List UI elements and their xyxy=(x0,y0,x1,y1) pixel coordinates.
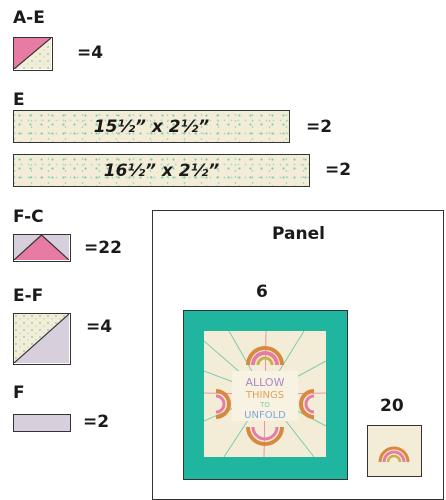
strip-15-5-size: 15½” x 2½” xyxy=(94,117,209,137)
unit-label-e: E xyxy=(13,92,25,109)
hst-cream-lavender-icon xyxy=(14,314,69,363)
art-text-line-1: ALLOW xyxy=(246,376,285,389)
rainbow-art-icon: ALLOW THINGS TO UNFOLD xyxy=(204,331,326,457)
count-e-f: =4 xyxy=(86,319,112,336)
half-square-triangle-cream-lavender xyxy=(13,313,71,365)
small-rainbow-icon xyxy=(368,426,420,475)
count-f-c: =22 xyxy=(84,240,122,257)
panel-art: ALLOW THINGS TO UNFOLD xyxy=(204,331,326,457)
count-strip-16-5: =2 xyxy=(325,162,351,179)
hst-pink-cream-icon xyxy=(14,38,51,69)
count-strip-15-5: =2 xyxy=(306,119,332,136)
small-block-label: 20 xyxy=(380,398,404,415)
flying-geese-icon xyxy=(14,235,69,260)
count-f: =2 xyxy=(83,414,109,431)
unit-label-e-f: E-F xyxy=(13,288,43,305)
flying-geese-unit xyxy=(13,234,71,262)
unit-label-f: F xyxy=(13,385,25,402)
lavender-rectangle xyxy=(13,414,71,432)
art-text-line-3: TO xyxy=(259,401,270,409)
strip-16-5-size: 16½” x 2½” xyxy=(104,161,219,181)
art-text-line-4: UNFOLD xyxy=(244,410,286,421)
panel-title: Panel xyxy=(272,226,325,243)
big-block-label: 6 xyxy=(256,284,268,301)
small-rainbow-block xyxy=(367,425,422,477)
half-square-triangle-pink-cream xyxy=(13,37,53,71)
unit-label-f-c: F-C xyxy=(13,209,44,226)
strip-15-5: 15½” x 2½” xyxy=(13,110,290,143)
unit-label-a-e: A-E xyxy=(13,10,45,27)
count-a-e: =4 xyxy=(77,45,103,62)
art-text-line-2: THINGS xyxy=(245,390,284,401)
panel-block-teal-border: ALLOW THINGS TO UNFOLD xyxy=(183,310,348,480)
strip-16-5: 16½” x 2½” xyxy=(13,154,310,187)
